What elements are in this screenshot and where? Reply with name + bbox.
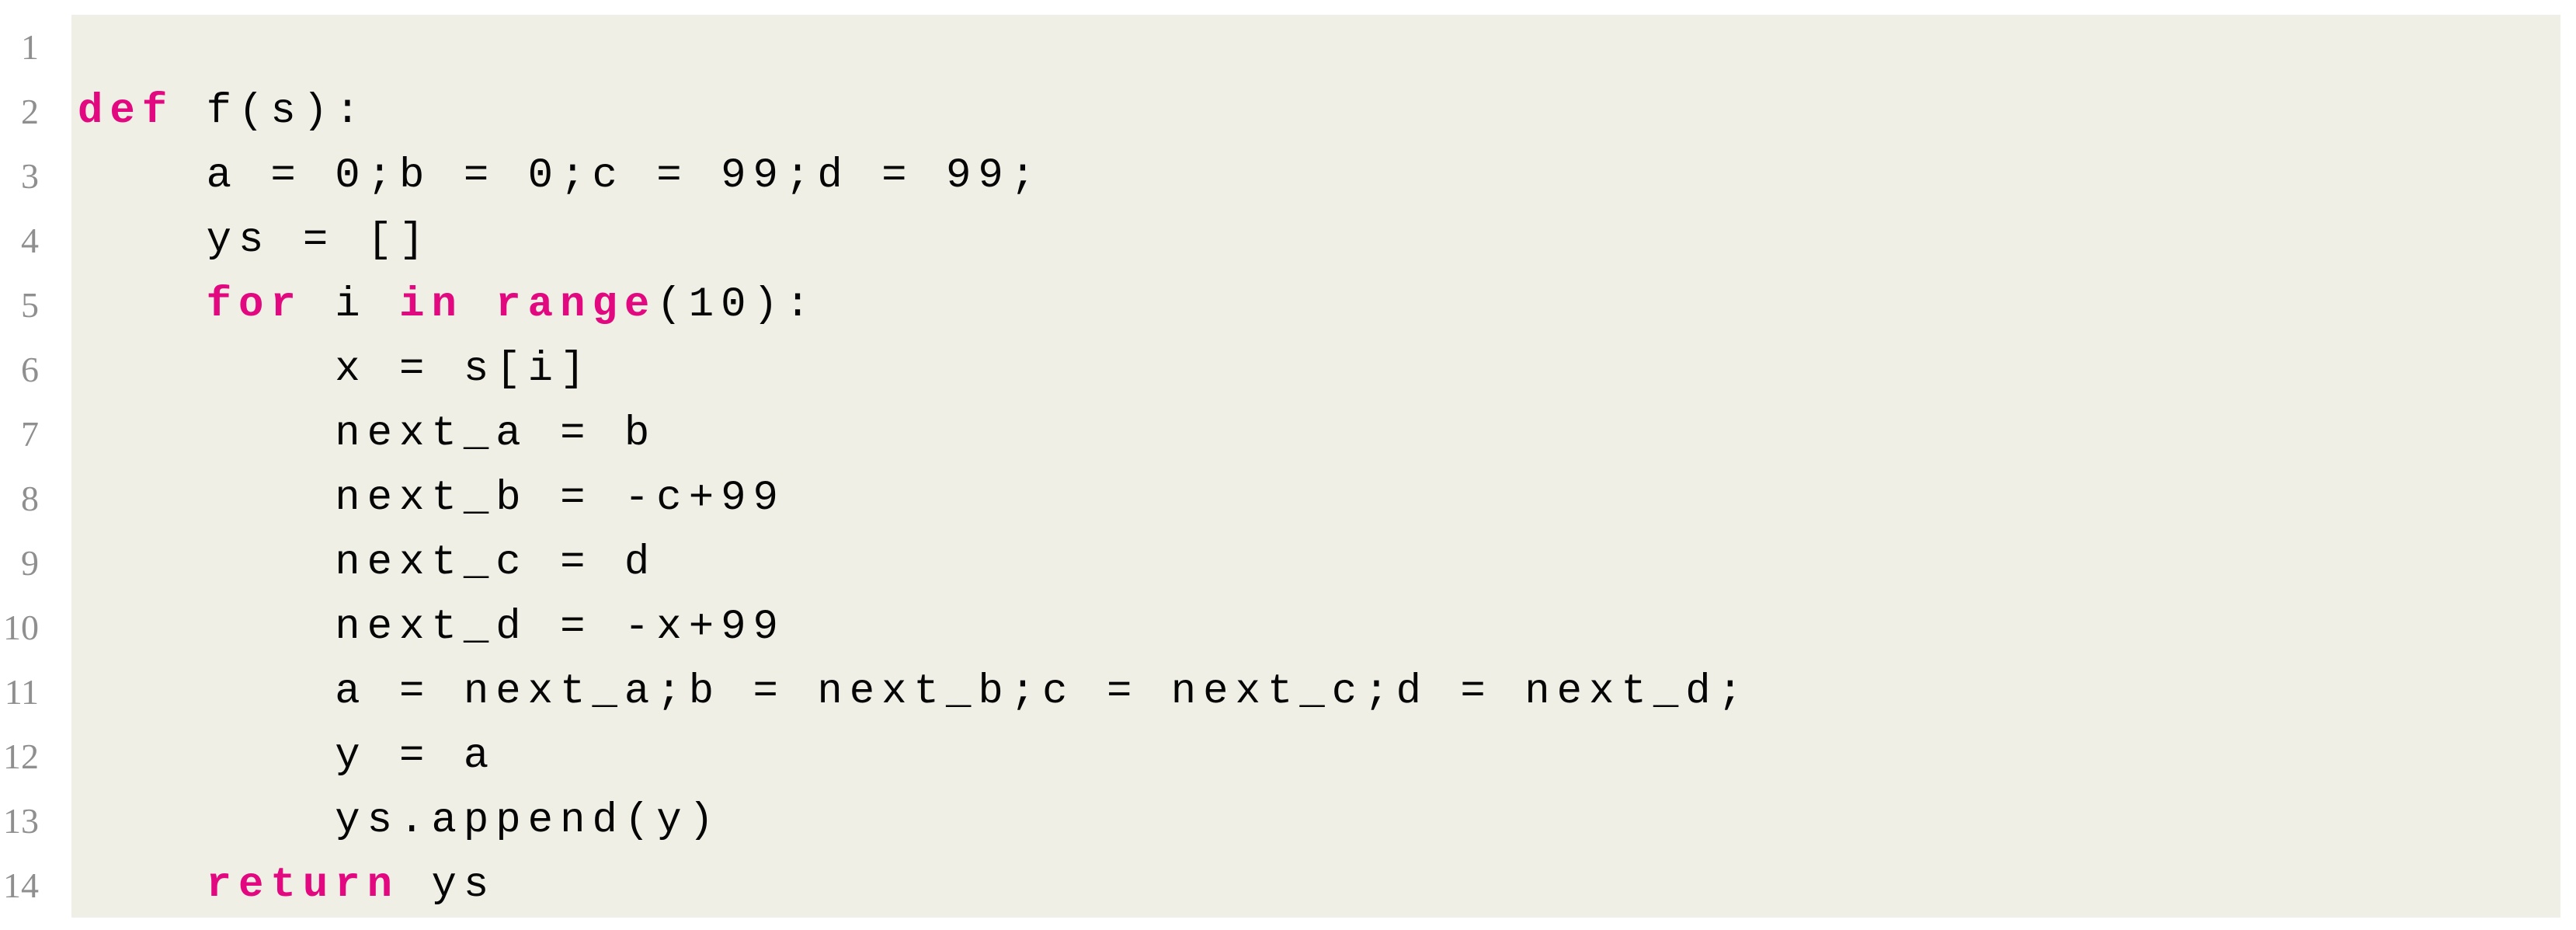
keyword-token: for — [206, 281, 303, 329]
line-number: 10 — [0, 595, 71, 660]
code-listing: 1 2 def f(s): 3 a = 0;b = 0;c = 99;d = 9… — [0, 15, 2560, 918]
keyword-token: def — [78, 88, 175, 135]
code-line-row: 9 next_c = d — [0, 531, 2560, 595]
code-token: a = next_a;b = next_b;c = next_c;d = nex… — [78, 668, 1750, 716]
code-line: ys.append(y) — [71, 789, 2560, 853]
code-line-row: 10 next_d = -x+99 — [0, 595, 2560, 660]
code-line-row: 11 a = next_a;b = next_b;c = next_c;d = … — [0, 660, 2560, 724]
keyword-token: in — [399, 281, 464, 329]
code-line: x = s[i] — [71, 337, 2560, 402]
code-line — [71, 15, 2560, 79]
code-line: ys = [] — [71, 208, 2560, 273]
code-line-row: 8 next_b = -c+99 — [0, 466, 2560, 531]
code-line-row: 5 for i in range(10): — [0, 273, 2560, 337]
code-token: next_a = b — [78, 410, 657, 458]
code-line-row: 13 ys.append(y) — [0, 789, 2560, 853]
code-token: next_b = -c+99 — [78, 475, 785, 522]
line-number: 3 — [0, 144, 71, 208]
code-line: def f(s): — [71, 79, 2560, 144]
code-line: y = a — [71, 724, 2560, 789]
code-token — [78, 862, 207, 909]
code-line-row: 3 a = 0;b = 0;c = 99;d = 99; — [0, 144, 2560, 208]
code-line: a = 0;b = 0;c = 99;d = 99; — [71, 144, 2560, 208]
code-line: next_a = b — [71, 402, 2560, 466]
code-line: for i in range(10): — [71, 273, 2560, 337]
keyword-token: range — [495, 281, 657, 329]
code-line-row: 7 next_a = b — [0, 402, 2560, 466]
line-number: 11 — [0, 660, 71, 724]
code-token: a = 0;b = 0;c = 99;d = 99; — [78, 152, 1043, 200]
code-line: next_d = -x+99 — [71, 595, 2560, 660]
code-line-row: 14 return ys — [0, 853, 2560, 918]
code-token: f(s): — [174, 88, 367, 135]
line-number: 4 — [0, 208, 71, 273]
keyword-token: return — [206, 862, 400, 909]
code-line: next_b = -c+99 — [71, 466, 2560, 531]
code-token: ys.append(y) — [78, 797, 721, 845]
line-number: 5 — [0, 273, 71, 337]
code-token: ys = [] — [78, 217, 432, 264]
line-number: 8 — [0, 466, 71, 531]
line-number: 13 — [0, 789, 71, 853]
code-token: y = a — [78, 733, 496, 780]
line-number: 1 — [0, 15, 71, 79]
code-token: (10): — [656, 281, 818, 329]
line-number: 12 — [0, 724, 71, 789]
code-token: i — [302, 281, 400, 329]
line-number: 6 — [0, 337, 71, 402]
line-number: 2 — [0, 79, 71, 144]
code-token: next_d = -x+99 — [78, 604, 785, 651]
code-line-row: 2 def f(s): — [0, 79, 2560, 144]
code-line: next_c = d — [71, 531, 2560, 595]
line-number: 14 — [0, 853, 71, 918]
code-token — [464, 281, 495, 329]
code-line-row: 1 — [0, 15, 2560, 79]
code-token — [78, 281, 207, 329]
code-token: x = s[i] — [78, 346, 593, 393]
line-number: 9 — [0, 531, 71, 595]
code-token: ys — [399, 862, 496, 909]
line-number: 7 — [0, 402, 71, 466]
code-line-row: 6 x = s[i] — [0, 337, 2560, 402]
code-line: a = next_a;b = next_b;c = next_c;d = nex… — [71, 660, 2560, 724]
code-line-row: 12 y = a — [0, 724, 2560, 789]
code-token: next_c = d — [78, 539, 657, 587]
code-line-row: 4 ys = [] — [0, 208, 2560, 273]
code-line: return ys — [71, 853, 2560, 918]
